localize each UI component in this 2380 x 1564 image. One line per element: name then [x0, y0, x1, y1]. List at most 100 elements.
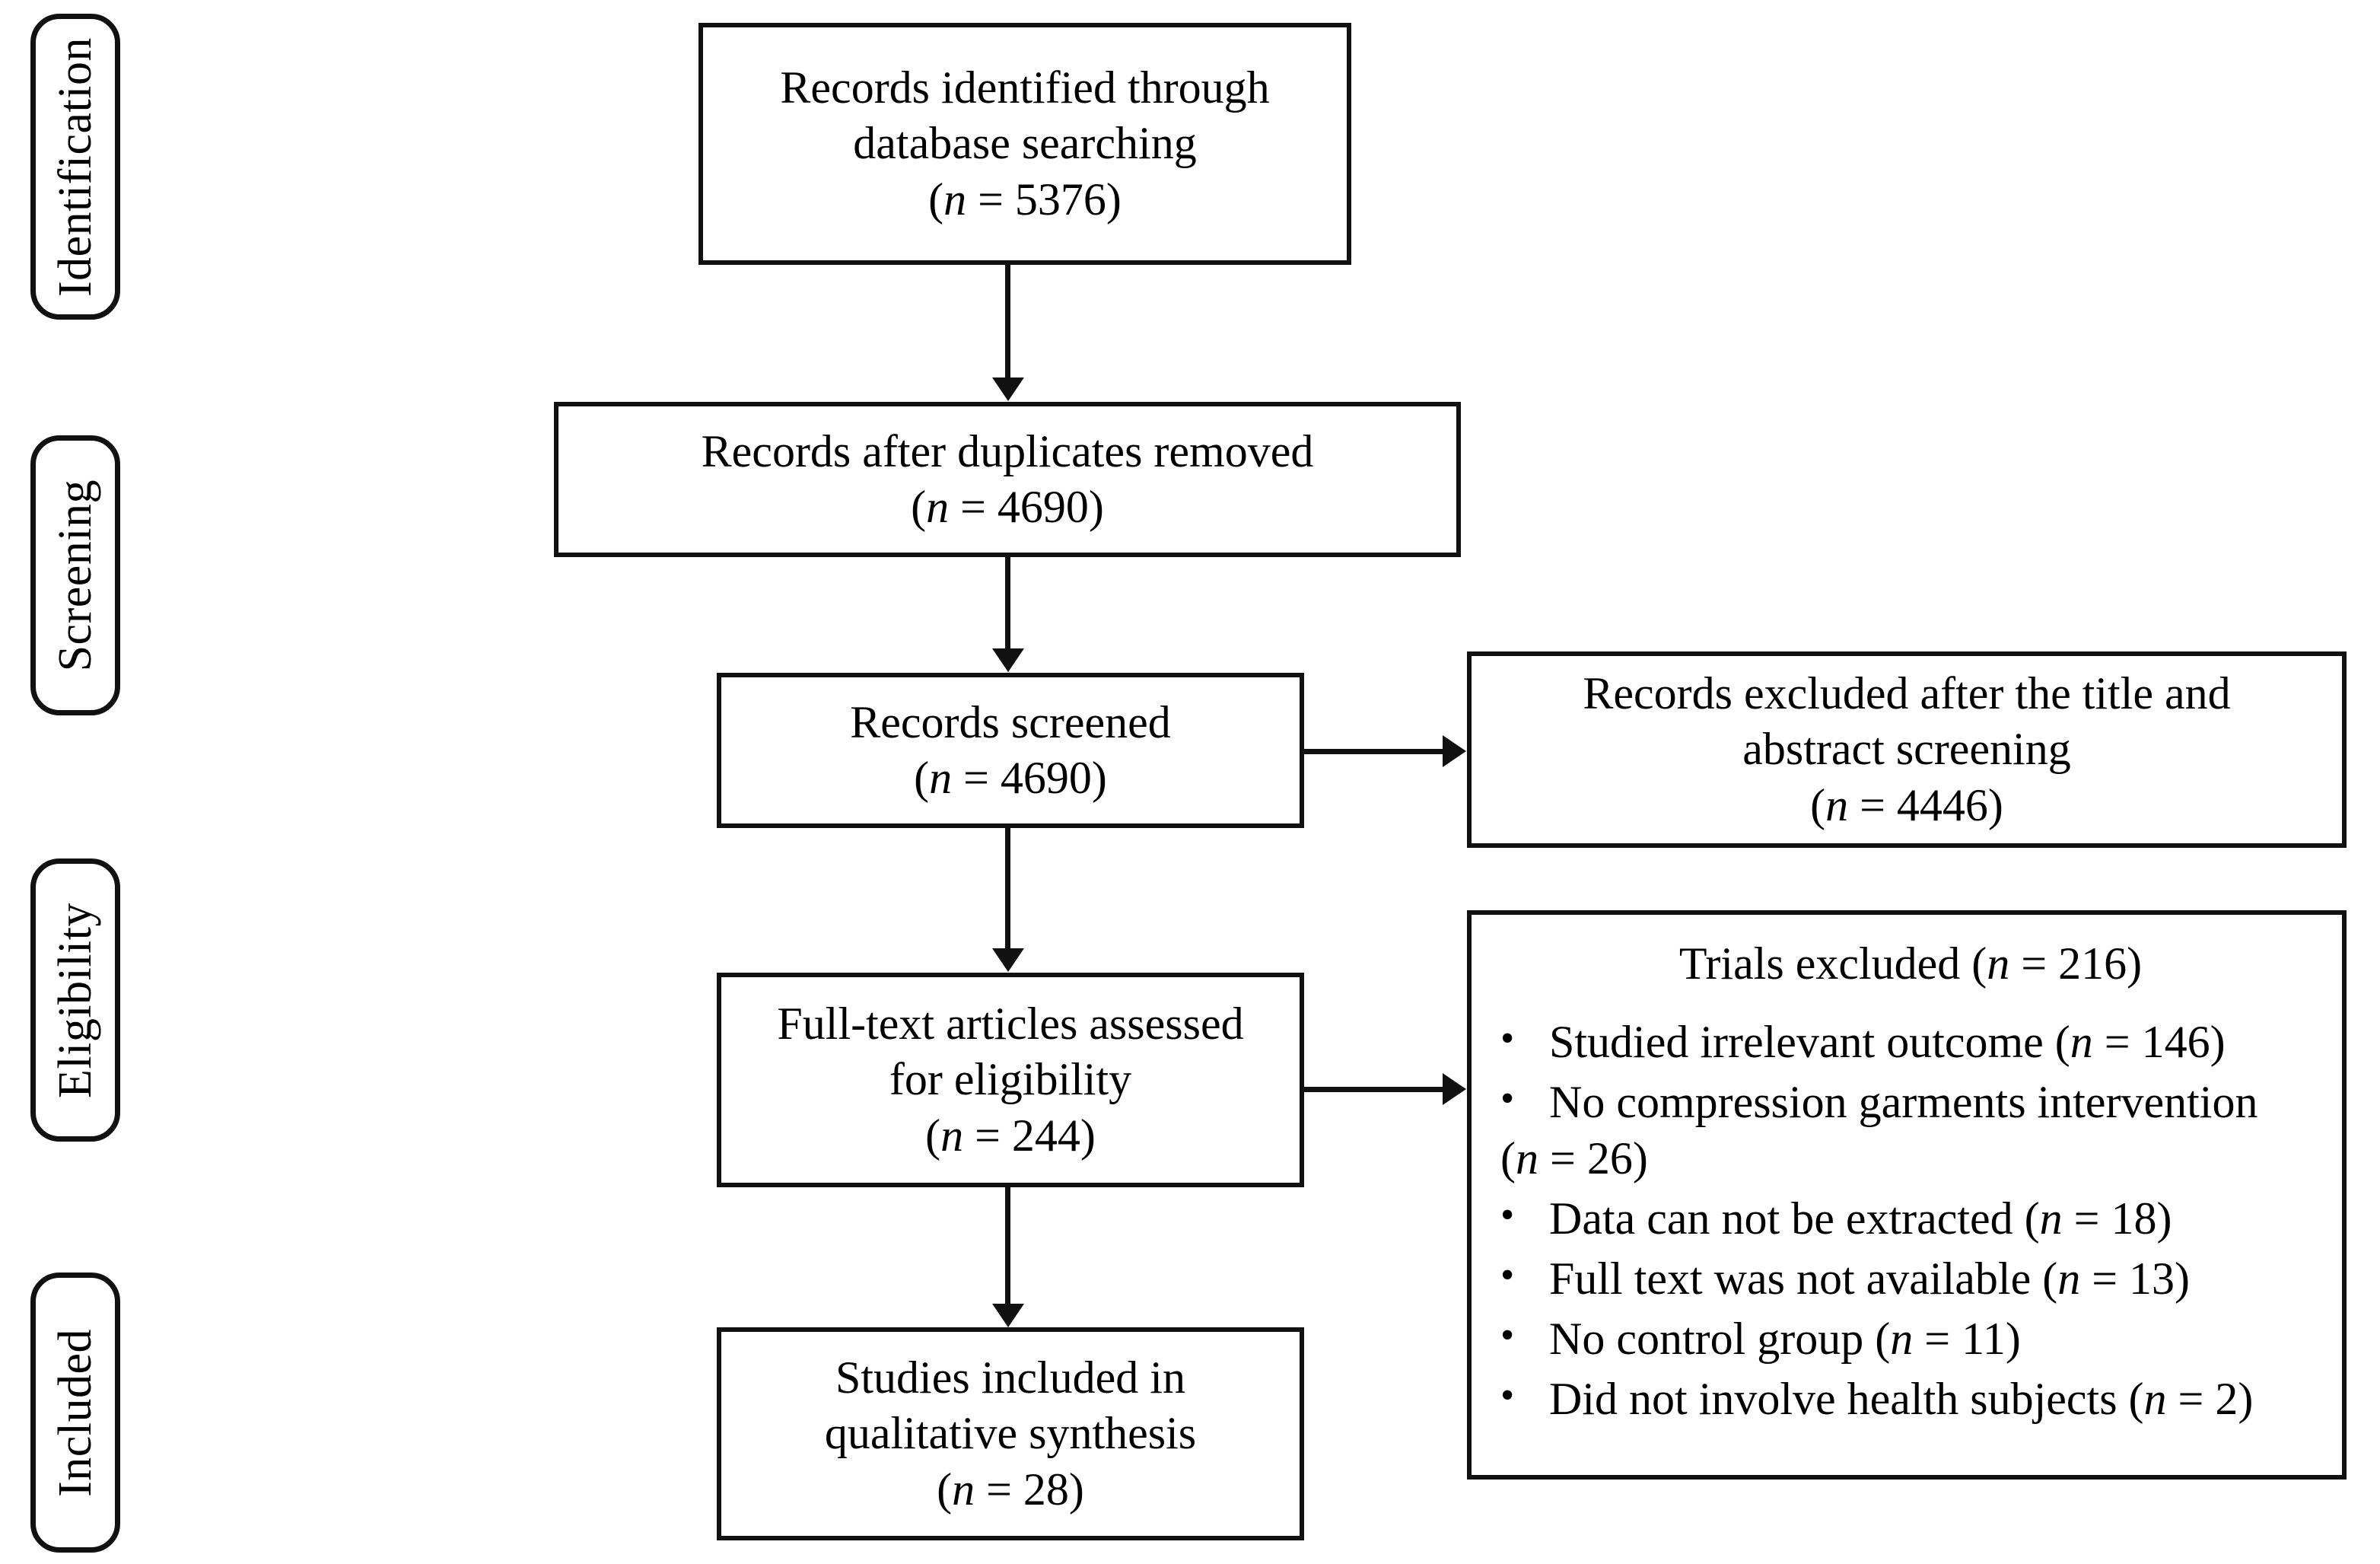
- reason-text-continuation: (n = 26): [1500, 1131, 2327, 1187]
- box-studies-included-count: (n = 28): [937, 1462, 1084, 1518]
- bullet-icon: •: [1500, 1077, 1515, 1121]
- bullet-icon: •: [1500, 1017, 1515, 1061]
- equals-sign: =: [2080, 1253, 2130, 1304]
- n-symbol: n: [940, 1110, 964, 1161]
- arrowhead-screened-to-fulltext: [992, 948, 1024, 972]
- connector-fulltext-to-included: [1005, 1187, 1010, 1305]
- box-records-excluded-title-abstract: Records excluded after the title and abs…: [1467, 651, 2347, 848]
- equals-sign: =: [2092, 1017, 2142, 1068]
- box-records-excluded-count: (n = 4446): [1810, 778, 2003, 833]
- paren-open: (: [928, 174, 944, 225]
- arrowhead-identified-to-duplicates: [992, 377, 1024, 401]
- paren-open: (: [925, 1110, 941, 1161]
- connector-duplicates-to-screened: [1005, 557, 1010, 650]
- connector-screened-to-excluded: [1304, 749, 1446, 754]
- list-item: • Did not involve health subjects (n = 2): [1490, 1371, 2327, 1427]
- n-symbol: n: [929, 753, 953, 803]
- reason-text: Full text was not available (: [1549, 1253, 2058, 1304]
- stage-label-eligibility: Eligibility: [30, 858, 120, 1142]
- equals-sign: =: [1913, 1314, 1962, 1365]
- box-records-identified: Records identified through database sear…: [698, 23, 1351, 265]
- box-records-screened: Records screened (n = 4690): [717, 673, 1304, 828]
- bullet-icon: •: [1500, 1193, 1515, 1237]
- arrowhead-fulltext-to-included: [992, 1304, 1024, 1327]
- n-symbol: n: [2143, 1374, 2167, 1425]
- n-value: 11: [1962, 1314, 2006, 1365]
- n-value: 146: [2141, 1017, 2210, 1068]
- paren-close: ): [2238, 1374, 2254, 1425]
- reason-text: Did not involve health subjects (: [1549, 1374, 2144, 1425]
- title-text: Trials excluded (: [1678, 938, 1987, 989]
- n-symbol: n: [1890, 1314, 1914, 1365]
- box-duplicates-removed-line1: Records after duplicates removed: [701, 425, 1314, 476]
- n-symbol: n: [2057, 1253, 2081, 1304]
- n-symbol: n: [1987, 938, 2010, 989]
- n-value: 216: [2058, 938, 2127, 989]
- box-fulltext-assessed-line2: for eligibility: [889, 1054, 1132, 1105]
- box-trials-excluded: Trials excluded (n = 216) •Studied irrel…: [1467, 910, 2347, 1480]
- n-value: 244: [1011, 1110, 1080, 1161]
- paren-close: ): [1068, 1464, 1084, 1515]
- paren-close: ): [2156, 1193, 2172, 1244]
- equals-sign: =: [1848, 779, 1897, 830]
- equals-sign: =: [963, 1110, 1012, 1161]
- n-symbol: n: [1825, 779, 1849, 830]
- reason-text: No compression garments intervention: [1549, 1077, 2258, 1128]
- box-records-excluded-line2: abstract screening: [1742, 724, 2071, 775]
- list-item: •Data can not be extracted (n = 18): [1490, 1191, 2327, 1247]
- paren-close: ): [1088, 482, 1104, 532]
- paren-close: ): [2175, 1253, 2191, 1304]
- n-value: 4690: [997, 482, 1089, 532]
- box-fulltext-assessed-count: (n = 244): [925, 1108, 1096, 1164]
- n-value: 4690: [1000, 753, 1092, 803]
- box-records-screened-line1: Records screened: [850, 696, 1171, 747]
- box-records-identified-line1: Records identified through: [780, 62, 1270, 113]
- trials-excluded-reason-list: •Studied irrelevant outcome (n = 146) •N…: [1490, 1015, 2327, 1432]
- paren-open: (: [1810, 779, 1826, 830]
- n-value: 13: [2129, 1253, 2175, 1304]
- box-records-screened-count: (n = 4690): [914, 750, 1107, 806]
- bullet-icon: •: [1500, 1314, 1515, 1358]
- n-symbol: n: [2070, 1017, 2093, 1068]
- n-value: 2: [2215, 1374, 2238, 1425]
- n-symbol: n: [952, 1464, 975, 1515]
- arrowhead-fulltext-to-trials-excluded: [1443, 1073, 1466, 1105]
- equals-sign: =: [2166, 1374, 2216, 1425]
- box-duplicates-removed: Records after duplicates removed (n = 46…: [554, 402, 1461, 557]
- stage-label-identification: Identification: [30, 14, 120, 320]
- box-fulltext-assessed-line1: Full-text articles assessed: [777, 999, 1244, 1050]
- box-duplicates-removed-count: (n = 4690): [911, 479, 1104, 535]
- connector-screened-to-fulltext: [1005, 828, 1010, 950]
- arrowhead-duplicates-to-screened: [992, 648, 1024, 672]
- equals-sign: =: [2062, 1193, 2111, 1244]
- list-item: • No compression garments intervention (n…: [1490, 1075, 2327, 1186]
- paren-close: ): [1987, 779, 2003, 830]
- box-studies-included-line2: qualitative synthesis: [824, 1408, 1197, 1459]
- stage-label-screening: Screening: [30, 435, 120, 715]
- box-trials-excluded-title: Trials excluded (n = 216): [1490, 936, 2327, 992]
- n-symbol: n: [926, 482, 950, 532]
- n-value: 28: [1023, 1464, 1069, 1515]
- reason-text: No control group (: [1549, 1314, 1891, 1365]
- bullet-icon: •: [1500, 1374, 1515, 1418]
- box-studies-included-line1: Studies included in: [835, 1352, 1185, 1403]
- box-studies-included: Studies included in qualitative synthesi…: [717, 1327, 1304, 1540]
- n-symbol: n: [2039, 1193, 2063, 1244]
- n-symbol: n: [943, 174, 967, 225]
- paren-close: ): [2210, 1017, 2226, 1068]
- paren-open: (: [914, 753, 930, 803]
- stage-label-identification-text: Identification: [49, 37, 101, 297]
- paren-close: ): [1080, 1110, 1096, 1161]
- paren-open: (: [1500, 1132, 1516, 1183]
- equals-sign: =: [966, 174, 1015, 225]
- equals-sign: =: [1538, 1132, 1587, 1183]
- equals-sign: =: [975, 1464, 1023, 1515]
- reason-text: Data can not be extracted (: [1549, 1193, 2040, 1244]
- box-records-identified-count: (n = 5376): [928, 172, 1122, 228]
- equals-sign: =: [2009, 938, 2059, 989]
- arrowhead-screened-to-excluded: [1443, 735, 1466, 767]
- reason-text: Studied irrelevant outcome (: [1549, 1017, 2070, 1068]
- paren-close: ): [2005, 1314, 2021, 1365]
- box-records-excluded-line1: Records excluded after the title and: [1583, 668, 2231, 719]
